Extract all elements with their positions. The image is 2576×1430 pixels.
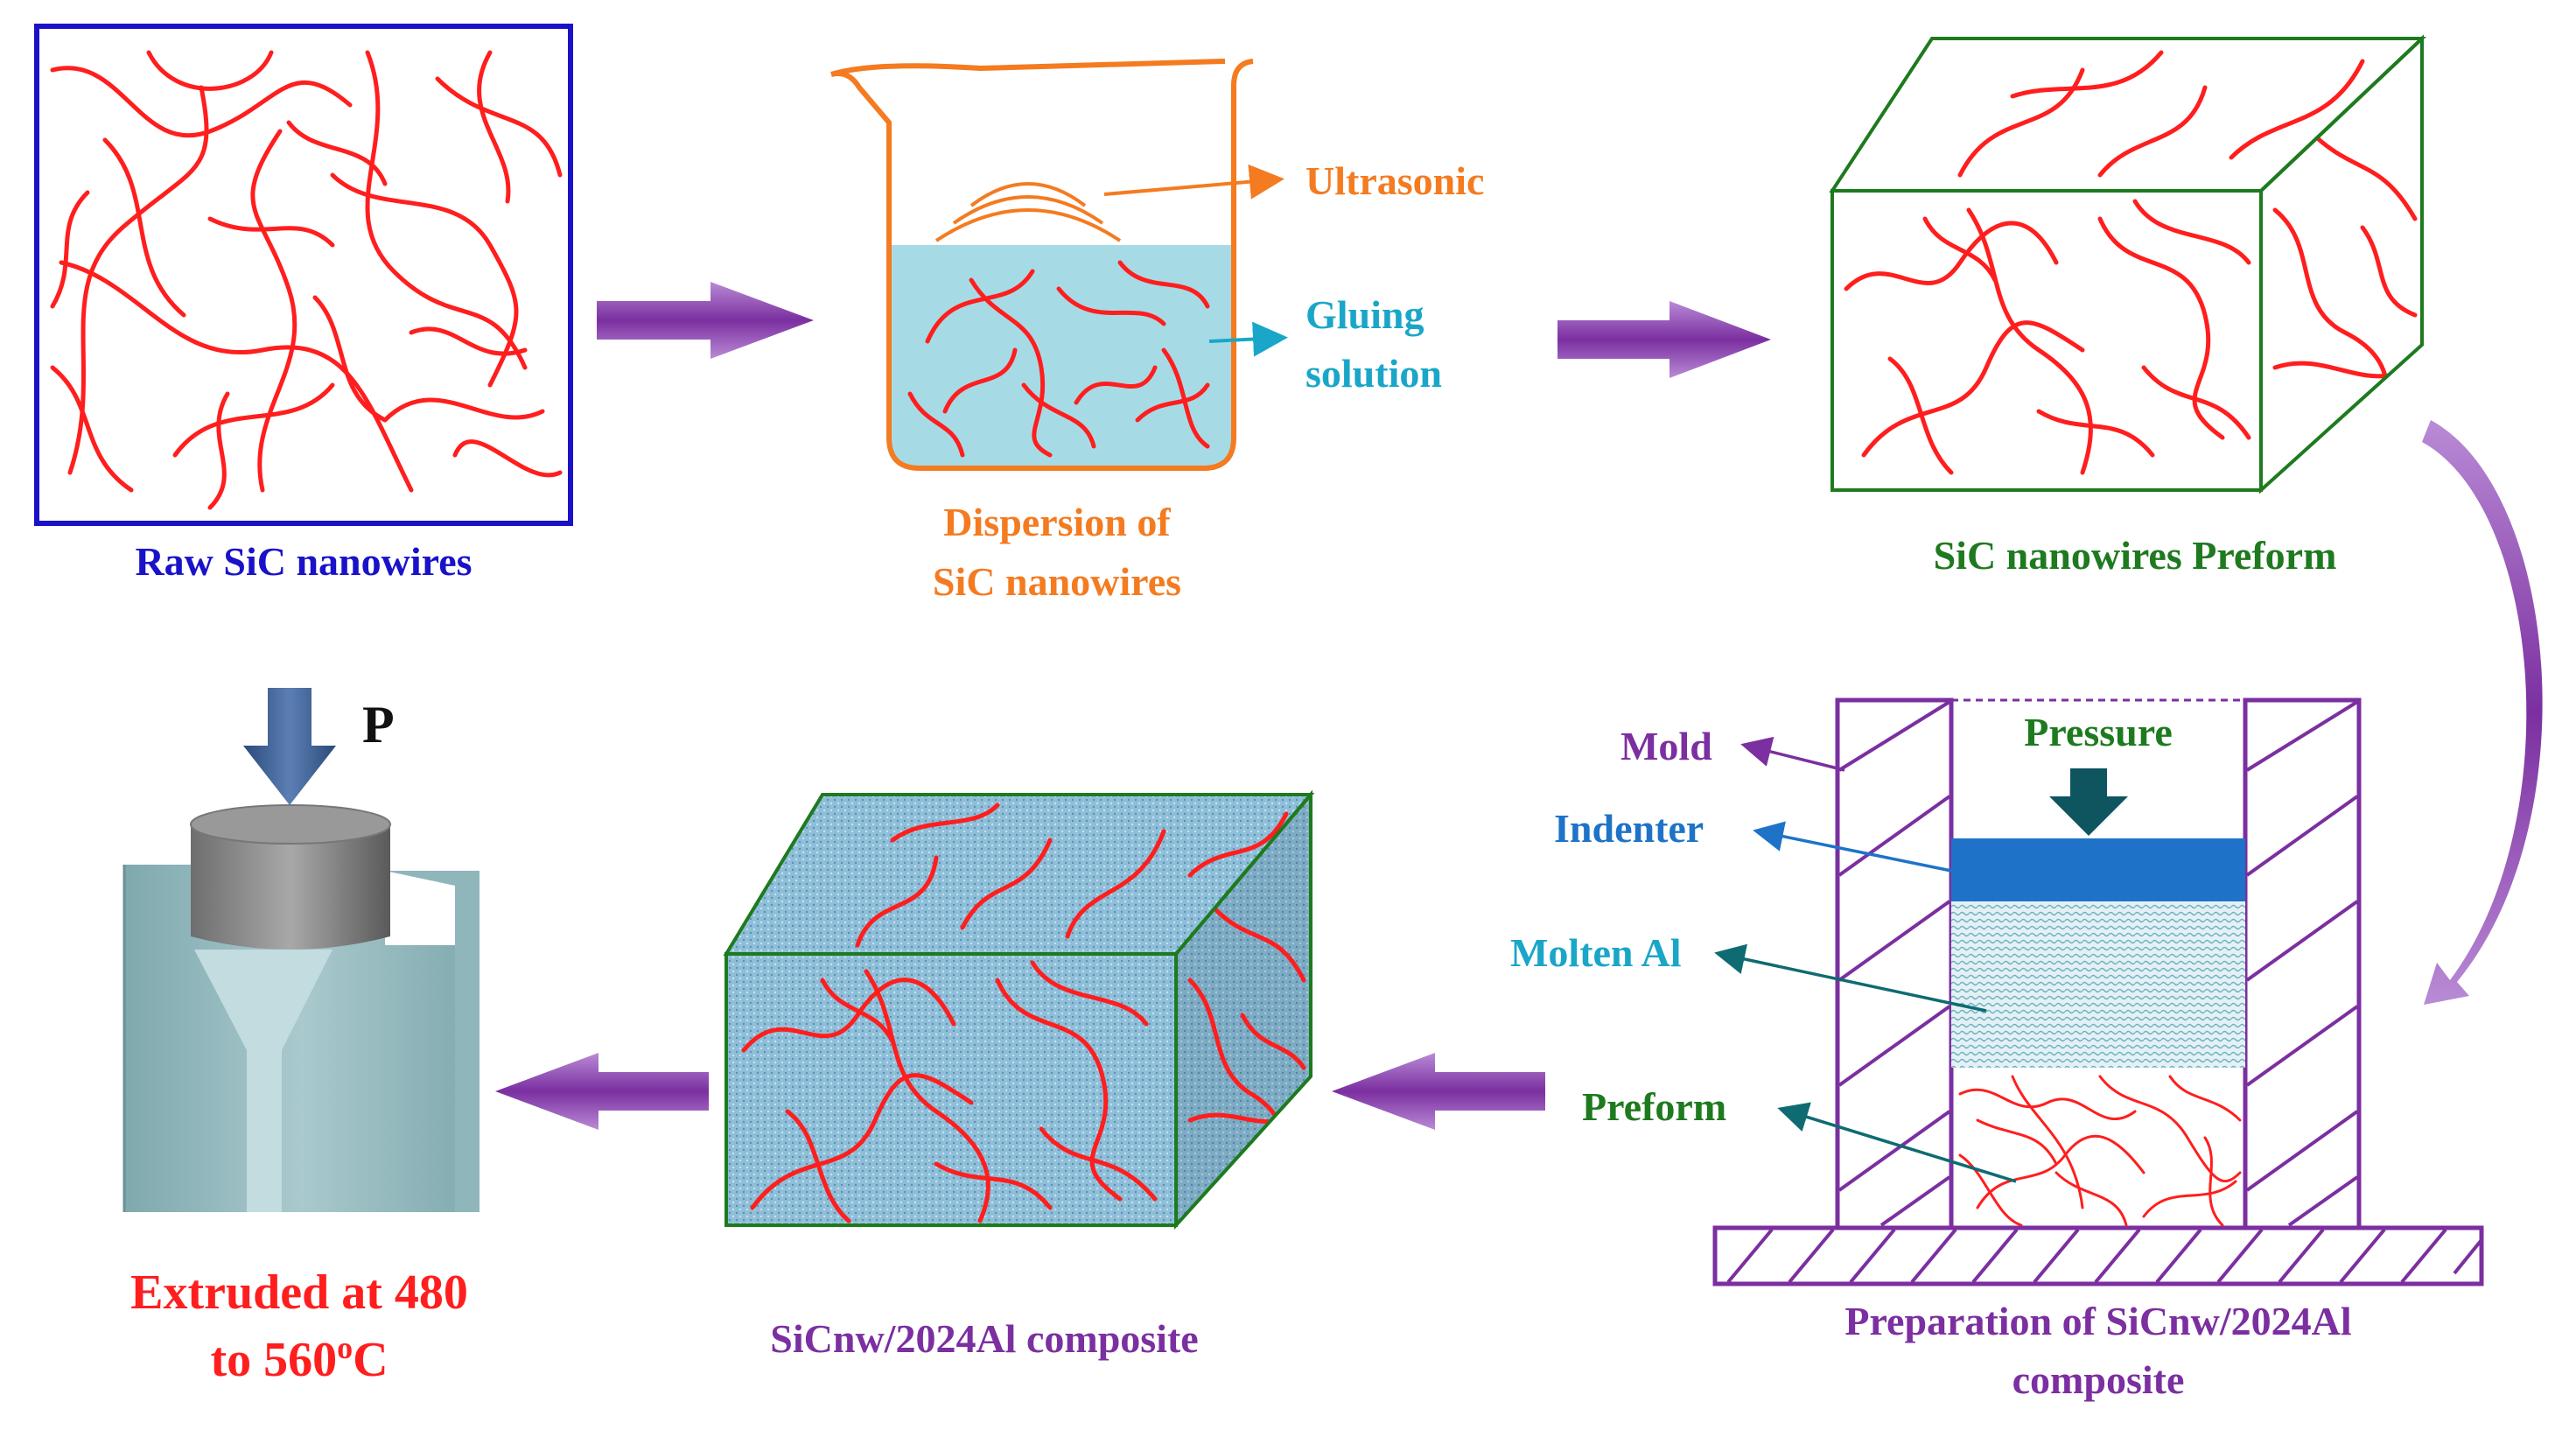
molten-al xyxy=(1951,901,2245,1068)
ultrasonic-waves xyxy=(934,182,1122,242)
beaker xyxy=(830,59,1254,471)
arrow-preparation-to-composite xyxy=(1332,1053,1545,1130)
composite-cube xyxy=(723,789,1315,1230)
extrusion-unit: C xyxy=(353,1333,388,1387)
beaker-nanowires xyxy=(907,260,1210,458)
arrow-raw-to-dispersion xyxy=(597,282,814,359)
beaker-liquid xyxy=(889,245,1234,468)
mold-assembly xyxy=(1712,697,2484,1286)
preparation-label-line2: composite xyxy=(2012,1357,2185,1402)
raw-nanowires-wires xyxy=(50,50,563,510)
composite-wires xyxy=(741,803,1306,1223)
extrusion-pressure-label: P xyxy=(362,696,395,754)
gluing-label-line2: solution xyxy=(1306,351,1442,396)
indenter xyxy=(1951,838,2245,901)
extrusion-die xyxy=(122,804,480,1212)
punch-body xyxy=(191,824,390,950)
preform-mold-label: Preform xyxy=(1582,1084,1726,1129)
ultrasonic-pointer xyxy=(1103,164,1284,200)
arrow-preform-to-preparation xyxy=(2422,420,2543,1005)
extrusion-label-line2: to 560oC xyxy=(210,1330,388,1387)
extrusion-degree-sup: o xyxy=(337,1330,353,1365)
mold-base xyxy=(1712,1225,2484,1286)
extrusion-label-line1: Extruded at 480 xyxy=(130,1265,468,1320)
preform-cube xyxy=(1829,34,2427,494)
pressure-label: Pressure xyxy=(2024,710,2173,754)
raw-nanowires-box xyxy=(34,24,573,526)
mold-label: Mold xyxy=(1620,724,1712,768)
composite-label: SiCnw/2024Al composite xyxy=(770,1316,1198,1361)
die-funnel xyxy=(194,950,332,1212)
raw-nanowires-label: Raw SiC nanowires xyxy=(135,539,472,584)
pressure-arrow xyxy=(2049,768,2128,836)
gluing-pointer xyxy=(1208,321,1288,357)
dispersion-label-line1: Dispersion of xyxy=(943,500,1171,544)
preform-mold-pointer xyxy=(1777,1102,2017,1183)
beaker-outline xyxy=(830,59,1254,471)
die-right-block xyxy=(385,871,480,1212)
indenter-label: Indenter xyxy=(1554,806,1704,851)
mold-pointer xyxy=(1740,736,1845,772)
molten-al-pointer xyxy=(1714,943,1987,1013)
dispersion-label-line2: SiC nanowires xyxy=(933,559,1181,604)
beaker-rim xyxy=(830,59,1226,77)
molten-al-label: Molten Al xyxy=(1510,930,1681,975)
mold-left-wall xyxy=(1835,697,1954,1230)
ultrasonic-label: Ultrasonic xyxy=(1306,158,1484,203)
mold-right-wall xyxy=(2243,697,2362,1230)
gluing-label-line1: Gluing xyxy=(1306,292,1424,337)
arrow-dispersion-to-preform xyxy=(1558,301,1771,378)
indenter-pointer xyxy=(1753,821,1952,873)
extrusion-pressure-arrow xyxy=(243,688,336,805)
mold-preform-wires xyxy=(1958,1075,2242,1227)
preparation-label-line1: Preparation of SiCnw/2024Al xyxy=(1844,1299,2351,1343)
arrow-composite-to-extrusion xyxy=(495,1053,709,1130)
extrusion-temp-text: to 560 xyxy=(210,1333,337,1387)
preform-label: SiC nanowires Preform xyxy=(1934,533,2337,578)
preform-wires xyxy=(1844,50,2418,475)
